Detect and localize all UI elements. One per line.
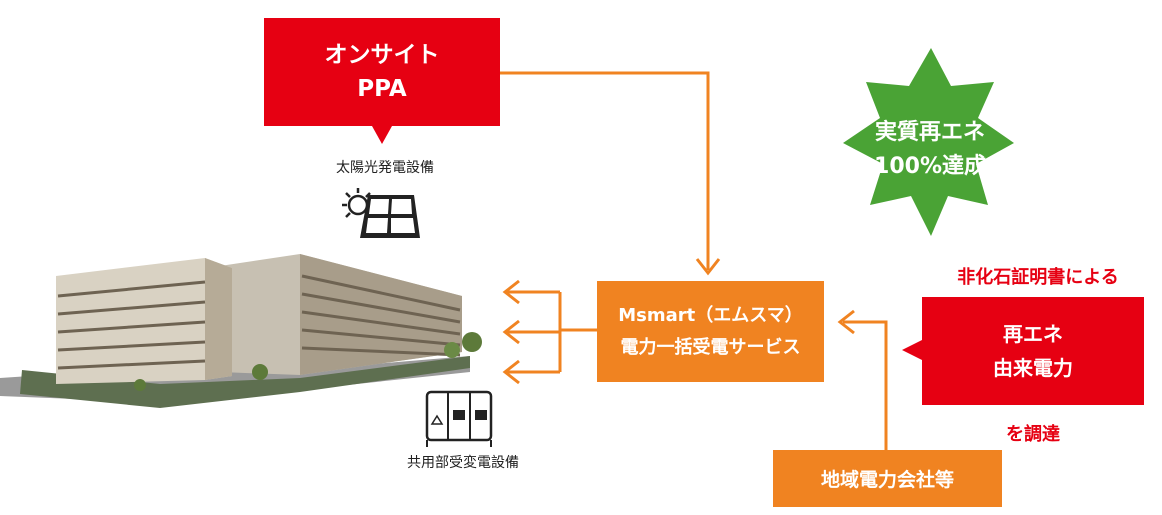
utility-to-msmart-arrow bbox=[843, 320, 888, 450]
solar-caption: 太陽光発電設備 bbox=[336, 160, 434, 176]
achievement-badge-text: 実質再エネ 100%達成 bbox=[855, 110, 1005, 190]
nonfossil-label: 非化石証明書による bbox=[957, 267, 1119, 288]
badge-line1: 実質再エネ bbox=[874, 120, 985, 145]
onsite-ppa-label-line2: PPA bbox=[357, 76, 407, 102]
ppa-to-msmart-arrow bbox=[500, 71, 710, 270]
utility-box: 地域電力会社等 bbox=[773, 450, 1002, 507]
procure-label: を調達 bbox=[1006, 424, 1060, 445]
substation-icon bbox=[425, 390, 493, 447]
onsite-ppa-label-line1: オンサイト bbox=[324, 42, 440, 68]
onsite-ppa-box: オンサイト PPA bbox=[264, 18, 500, 126]
apartment-building-image bbox=[0, 254, 482, 408]
msmart-to-building-arrows bbox=[502, 279, 597, 385]
renewable-bubble-tail bbox=[902, 340, 922, 360]
solar-panel-icon bbox=[360, 195, 420, 238]
renewable-power-box: 再エネ 由来電力 bbox=[922, 297, 1144, 405]
renewable-label-line1: 再エネ bbox=[1003, 322, 1063, 346]
msmart-label-line2: 電力一括受電サービス bbox=[620, 336, 801, 358]
badge-line2: 100%達成 bbox=[874, 154, 986, 179]
msmart-box: Msmart（エムスマ） 電力一括受電サービス bbox=[597, 281, 824, 382]
msmart-label-line1: Msmart（エムスマ） bbox=[618, 304, 803, 326]
ppa-bubble-tail bbox=[372, 126, 392, 144]
substation-caption: 共用部受変電設備 bbox=[407, 455, 519, 471]
achievement-badge-burst bbox=[843, 48, 1014, 236]
renewable-label-line2: 由来電力 bbox=[993, 356, 1073, 380]
